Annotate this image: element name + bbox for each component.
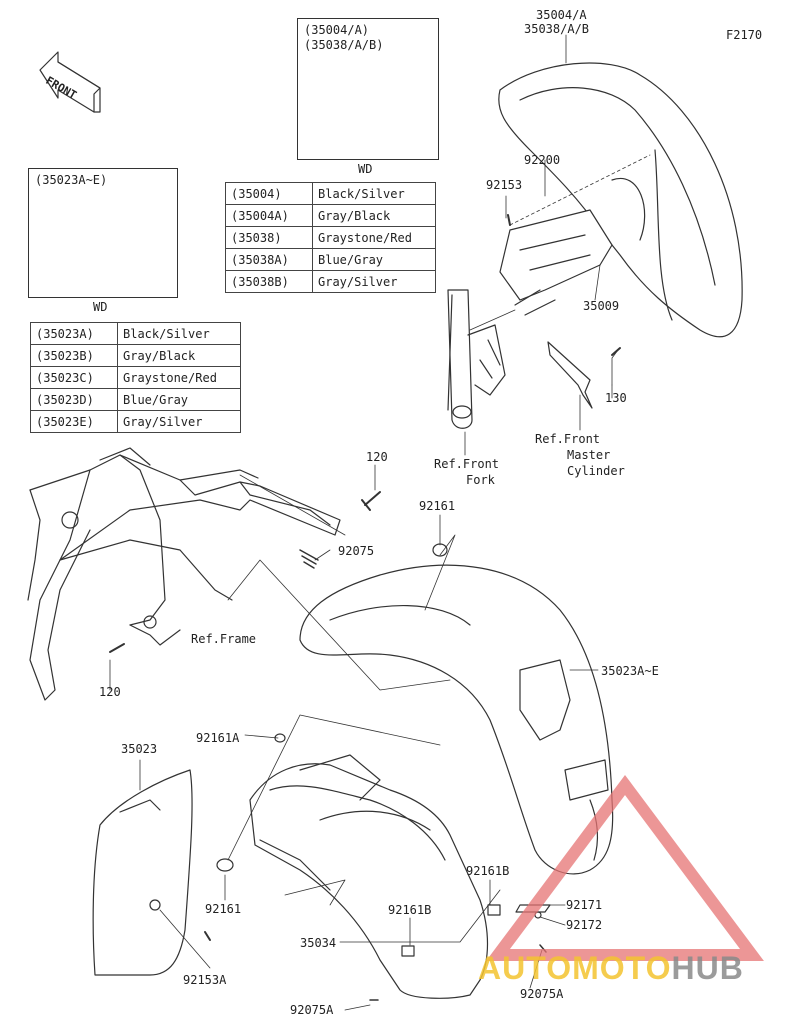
label-92153: 92153 — [486, 178, 523, 192]
table-cell-code: (35023B) — [30, 344, 118, 367]
watermark-part-hub: HUB — [671, 950, 744, 986]
label-92172: 92172 — [566, 918, 603, 932]
label-92161A: 92161A — [196, 731, 240, 745]
table-cell-color: Graystone/Red — [117, 366, 241, 389]
table-cell-code: (35038A) — [225, 248, 313, 271]
table-cell-color: Blue/Gray — [312, 248, 436, 271]
label-92200: 92200 — [524, 153, 561, 167]
front-color-table: (35004)Black/Silver (35004A)Gray/Black (… — [225, 182, 436, 293]
label-rear-fender: 35023A~E — [601, 664, 659, 678]
table-cell-color: Graystone/Red — [312, 226, 436, 249]
bolt-130 — [611, 347, 621, 356]
table-cell-color: Gray/Silver — [117, 410, 241, 433]
label-92161B-b: 92161B — [388, 903, 432, 917]
figure-code: F2170 — [726, 28, 763, 42]
front-fork-shape — [447, 289, 506, 429]
inset-front-code-2: (35038/A/B) — [304, 38, 384, 52]
table-cell-code: (35023D) — [30, 388, 118, 411]
rear-color-table: (35023A)Black/Silver (35023B)Gray/Black … — [30, 322, 241, 433]
table-row: (35038B)Gray/Silver — [225, 270, 436, 293]
label-92171: 92171 — [566, 898, 603, 912]
label-ref-master-1: Ref.Front — [535, 432, 601, 446]
inset-rear-code-1: (35023A~E) — [35, 173, 108, 187]
inset-front-box: (35004/A) (35038/A/B) — [297, 18, 439, 160]
label-120-left: 120 — [99, 685, 121, 699]
frame-shape — [27, 447, 341, 701]
label-ref-master-2: Master — [567, 448, 611, 462]
table-row: (35023C)Graystone/Red — [30, 366, 241, 389]
table-row: (35004)Black/Silver — [225, 182, 436, 205]
table-cell-color: Blue/Gray — [117, 388, 241, 411]
table-cell-code: (35023E) — [30, 410, 118, 433]
table-cell-code: (35004) — [225, 182, 313, 205]
label-92075A-b: 92075A — [290, 1003, 334, 1017]
watermark-part-auto: AUTO — [478, 950, 573, 986]
label-ref-fork-1: Ref.Front — [434, 457, 500, 471]
front-fender-shape — [498, 62, 743, 338]
bolt-120-left — [109, 643, 125, 653]
table-cell-code: (35023A) — [30, 322, 118, 345]
inner-fender-35034 — [249, 754, 489, 999]
inset-rear-box: (35023A~E) — [28, 168, 178, 298]
table-row: (35038A)Blue/Gray — [225, 248, 436, 271]
table-cell-color: Black/Silver — [312, 182, 436, 205]
rear-fender-shape — [299, 564, 614, 875]
table-cell-color: Black/Silver — [117, 322, 241, 345]
table-cell-color: Gray/Black — [117, 344, 241, 367]
table-row: (35038)Graystone/Red — [225, 226, 436, 249]
table-cell-color: Gray/Black — [312, 204, 436, 227]
inset-front-caption: WD — [358, 162, 373, 176]
label-92075A-a: 92075A — [520, 987, 564, 1001]
label-front-fender-b: 35038/A/B — [524, 22, 590, 36]
table-cell-code: (35038) — [225, 226, 313, 249]
table-cell-code: (35004A) — [225, 204, 313, 227]
label-92153A: 92153A — [183, 973, 227, 987]
bracket-35009 — [499, 209, 613, 316]
front-arrow-icon — [39, 51, 101, 113]
watermark-logo: AUTOMOTOHUB — [478, 950, 744, 987]
label-92161B-a: 92161B — [466, 864, 510, 878]
bolt-92153 — [507, 214, 511, 226]
label-35009: 35009 — [583, 299, 620, 313]
label-92075: 92075 — [338, 544, 375, 558]
label-92161-top: 92161 — [419, 499, 456, 513]
bolt-120-top — [361, 491, 381, 511]
side-panel-35023 — [92, 769, 193, 976]
label-front-fender-a: 35004/A — [536, 8, 587, 22]
inset-front-code-1: (35004/A) — [304, 23, 370, 37]
label-35034: 35034 — [300, 936, 337, 950]
table-row: (35023E)Gray/Silver — [30, 410, 241, 433]
table-cell-code: (35038B) — [225, 270, 313, 293]
watermark-triangle-icon — [486, 774, 764, 961]
label-120-top: 120 — [366, 450, 388, 464]
table-cell-code: (35023C) — [30, 366, 118, 389]
table-row: (35023B)Gray/Black — [30, 344, 241, 367]
hose-bracket — [547, 341, 593, 409]
label-92161-bottom: 92161 — [205, 902, 242, 916]
label-ref-master-3: Cylinder — [567, 464, 625, 478]
label-35023: 35023 — [121, 742, 158, 756]
table-row: (35023D)Blue/Gray — [30, 388, 241, 411]
label-130: 130 — [605, 391, 627, 405]
table-row: (35004A)Gray/Black — [225, 204, 436, 227]
table-cell-color: Gray/Silver — [312, 270, 436, 293]
label-ref-frame: Ref.Frame — [191, 632, 257, 646]
watermark-part-moto: MOTO — [572, 950, 672, 986]
table-row: (35023A)Black/Silver — [30, 322, 241, 345]
label-ref-fork-2: Fork — [466, 473, 495, 487]
inset-rear-caption: WD — [93, 300, 108, 314]
